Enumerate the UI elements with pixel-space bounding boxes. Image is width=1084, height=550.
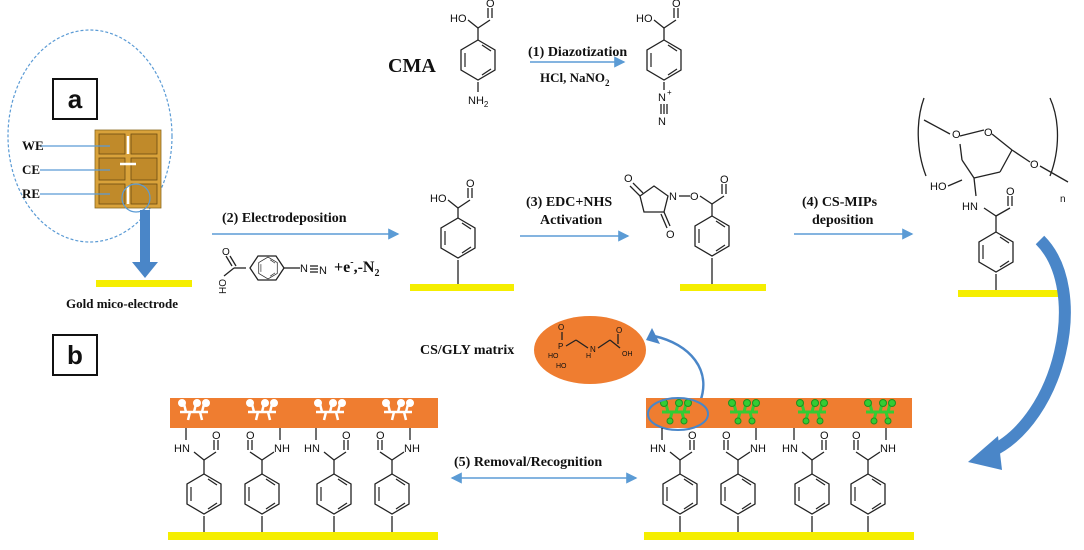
cma-molecule: HO O NH2: [450, 0, 496, 109]
svg-text:O: O: [722, 430, 731, 442]
svg-text:O: O: [984, 127, 993, 139]
svg-text:+: +: [667, 88, 672, 97]
svg-text:O: O: [222, 247, 230, 258]
svg-text:O: O: [688, 430, 697, 442]
svg-text:HO: HO: [218, 279, 229, 294]
step1-reagents: HCl, NaNO2: [540, 70, 610, 88]
step2-electron: +e-,-N2: [334, 257, 379, 279]
svg-text:NH: NH: [404, 443, 420, 455]
svg-text:n: n: [1060, 194, 1066, 205]
gold-electrode-bar-4: [958, 290, 1058, 297]
gold-electrode-caption: Gold mico-electrode: [66, 296, 178, 311]
chip-label-lines: [40, 145, 110, 195]
svg-text:O: O: [624, 173, 633, 185]
svg-text:O: O: [720, 174, 729, 186]
step5-label: (5) Removal/Recognition: [454, 455, 602, 470]
step4-line2: deposition: [812, 213, 874, 228]
svg-text:O: O: [246, 430, 255, 442]
svg-text:HO: HO: [430, 193, 447, 205]
curved-arrow-head: [968, 436, 1002, 470]
down-arrow-head: [132, 262, 158, 278]
step4-line1: (4) CS-MIPs: [802, 195, 878, 210]
gold-electrode-bar-left: [168, 532, 438, 540]
film-right-templates: [660, 399, 896, 425]
svg-text:O: O: [690, 191, 699, 203]
ce-label: CE: [22, 162, 40, 177]
svg-text:HO: HO: [930, 181, 947, 193]
svg-text:HN: HN: [650, 443, 666, 455]
svg-text:O: O: [1030, 159, 1039, 171]
svg-text:HN: HN: [174, 443, 190, 455]
svg-text:O: O: [616, 326, 622, 335]
svg-text:O: O: [558, 323, 564, 332]
svg-text:P: P: [558, 342, 563, 351]
svg-text:O: O: [952, 129, 961, 141]
cs-gly-label: CS/GLY matrix: [420, 343, 514, 358]
svg-text:N: N: [669, 191, 677, 203]
svg-text:HO: HO: [548, 353, 559, 360]
svg-text:O: O: [672, 0, 681, 10]
template-highlight-ring: [647, 397, 709, 431]
svg-text:N: N: [590, 345, 596, 354]
chip-pads: [98, 133, 158, 205]
svg-text:O: O: [820, 430, 829, 442]
chip-detail-circle: [121, 183, 151, 213]
cma-label: CMA: [388, 55, 436, 77]
gold-electrode-bar-right: [644, 532, 914, 540]
curved-arrow: [987, 235, 1071, 458]
chitosan-unit: n O O O HO HN O: [917, 97, 1069, 290]
svg-text:N: N: [658, 116, 666, 128]
svg-text:O: O: [466, 178, 475, 190]
re-label: RE: [22, 186, 40, 201]
svg-text:HN: HN: [304, 443, 320, 455]
svg-text:O: O: [212, 430, 221, 442]
film-right-linkers: HN O NH O HN O: [650, 428, 896, 532]
step1-title: (1) Diazotization: [528, 45, 627, 60]
svg-text:NH: NH: [274, 443, 290, 455]
panel-label-a: a: [52, 78, 98, 120]
svg-text:HO: HO: [556, 363, 567, 370]
svg-text:O: O: [852, 430, 861, 442]
svg-text:N: N: [319, 265, 327, 277]
svg-text:O: O: [486, 0, 495, 10]
bubble-pointer-arrow: [653, 334, 705, 403]
svg-text:NH2: NH2: [468, 95, 489, 109]
diazonium-reactant: HO O N N: [218, 247, 327, 294]
down-arrow-shaft: [140, 210, 150, 264]
step3-line1: (3) EDC+NHS: [526, 195, 612, 210]
film-left-cavities: [178, 399, 414, 421]
svg-text:O: O: [376, 430, 385, 442]
svg-text:HO: HO: [636, 13, 653, 25]
svg-text:OH: OH: [622, 351, 633, 358]
svg-text:HN: HN: [782, 443, 798, 455]
step3-line2: Activation: [540, 213, 602, 228]
svg-text:HN: HN: [962, 201, 978, 213]
glyphosate-molecule: O P HO HO H N O OH: [548, 323, 633, 370]
diazonium-molecule: HO O N + N: [636, 0, 682, 128]
grafted-acid: HO O: [430, 178, 476, 284]
svg-text:O: O: [1006, 186, 1015, 198]
step2-title: (2) Electrodeposition: [222, 211, 347, 226]
we-label: WE: [22, 138, 44, 153]
svg-text:N: N: [658, 92, 666, 104]
nhs-ester: O O N O O: [624, 173, 730, 284]
film-left-linkers: HN O NH O HN O: [174, 428, 420, 532]
chip-electrode-lines: [120, 136, 136, 204]
gold-electrode-bar-1: [96, 280, 192, 287]
svg-text:H: H: [586, 353, 591, 360]
svg-text:O: O: [666, 229, 675, 241]
svg-text:O: O: [342, 430, 351, 442]
svg-text:N: N: [300, 263, 308, 275]
svg-text:NH: NH: [880, 443, 896, 455]
gold-electrode-bar-2: [410, 284, 514, 291]
panel-label-b: b: [52, 334, 98, 376]
gold-electrode-bar-3: [680, 284, 766, 291]
svg-text:HO: HO: [450, 13, 467, 25]
svg-text:NH: NH: [750, 443, 766, 455]
